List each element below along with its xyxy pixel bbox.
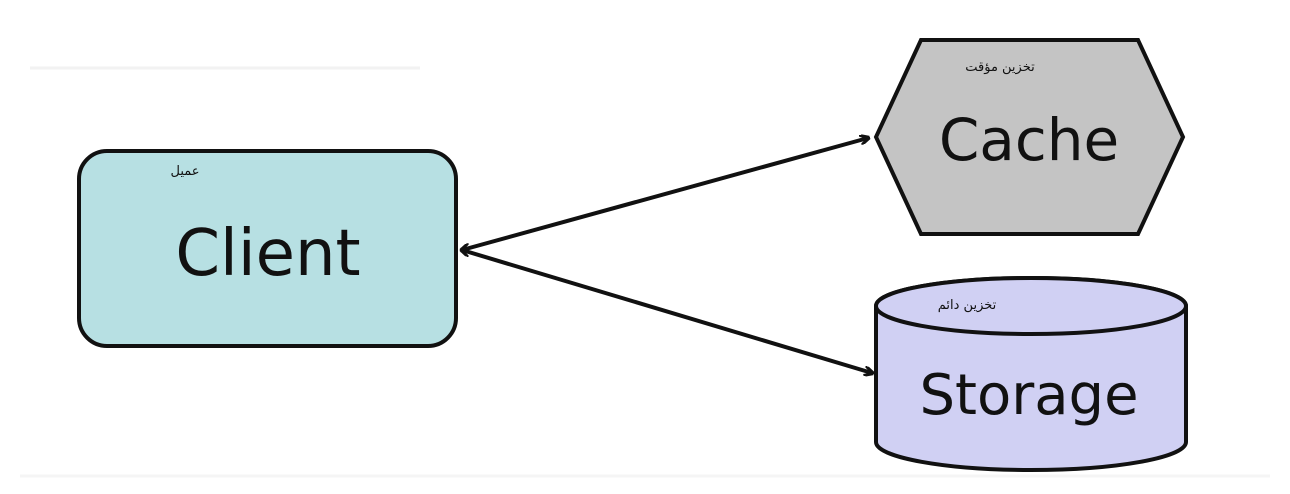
- cache-shape: [873, 38, 1186, 236]
- cache-node: Cache تخزين مؤقت: [873, 38, 1186, 236]
- client-label: Client: [175, 217, 360, 291]
- storage-sublabel: تخزين دائم: [938, 298, 997, 313]
- storage-top: [874, 276, 1188, 336]
- storage-label: Storage: [919, 363, 1138, 428]
- edge-client-cache: [462, 138, 868, 250]
- storage-node: Storage تخزين دائم: [874, 276, 1188, 472]
- edge-client-storage: [462, 250, 872, 373]
- client-sublabel: عمیل: [170, 164, 199, 179]
- cache-sublabel: تخزين مؤقت: [965, 60, 1035, 75]
- cache-label: Cache: [939, 106, 1119, 174]
- client-shape: [77, 149, 458, 348]
- client-node: Client عمیل: [77, 149, 458, 348]
